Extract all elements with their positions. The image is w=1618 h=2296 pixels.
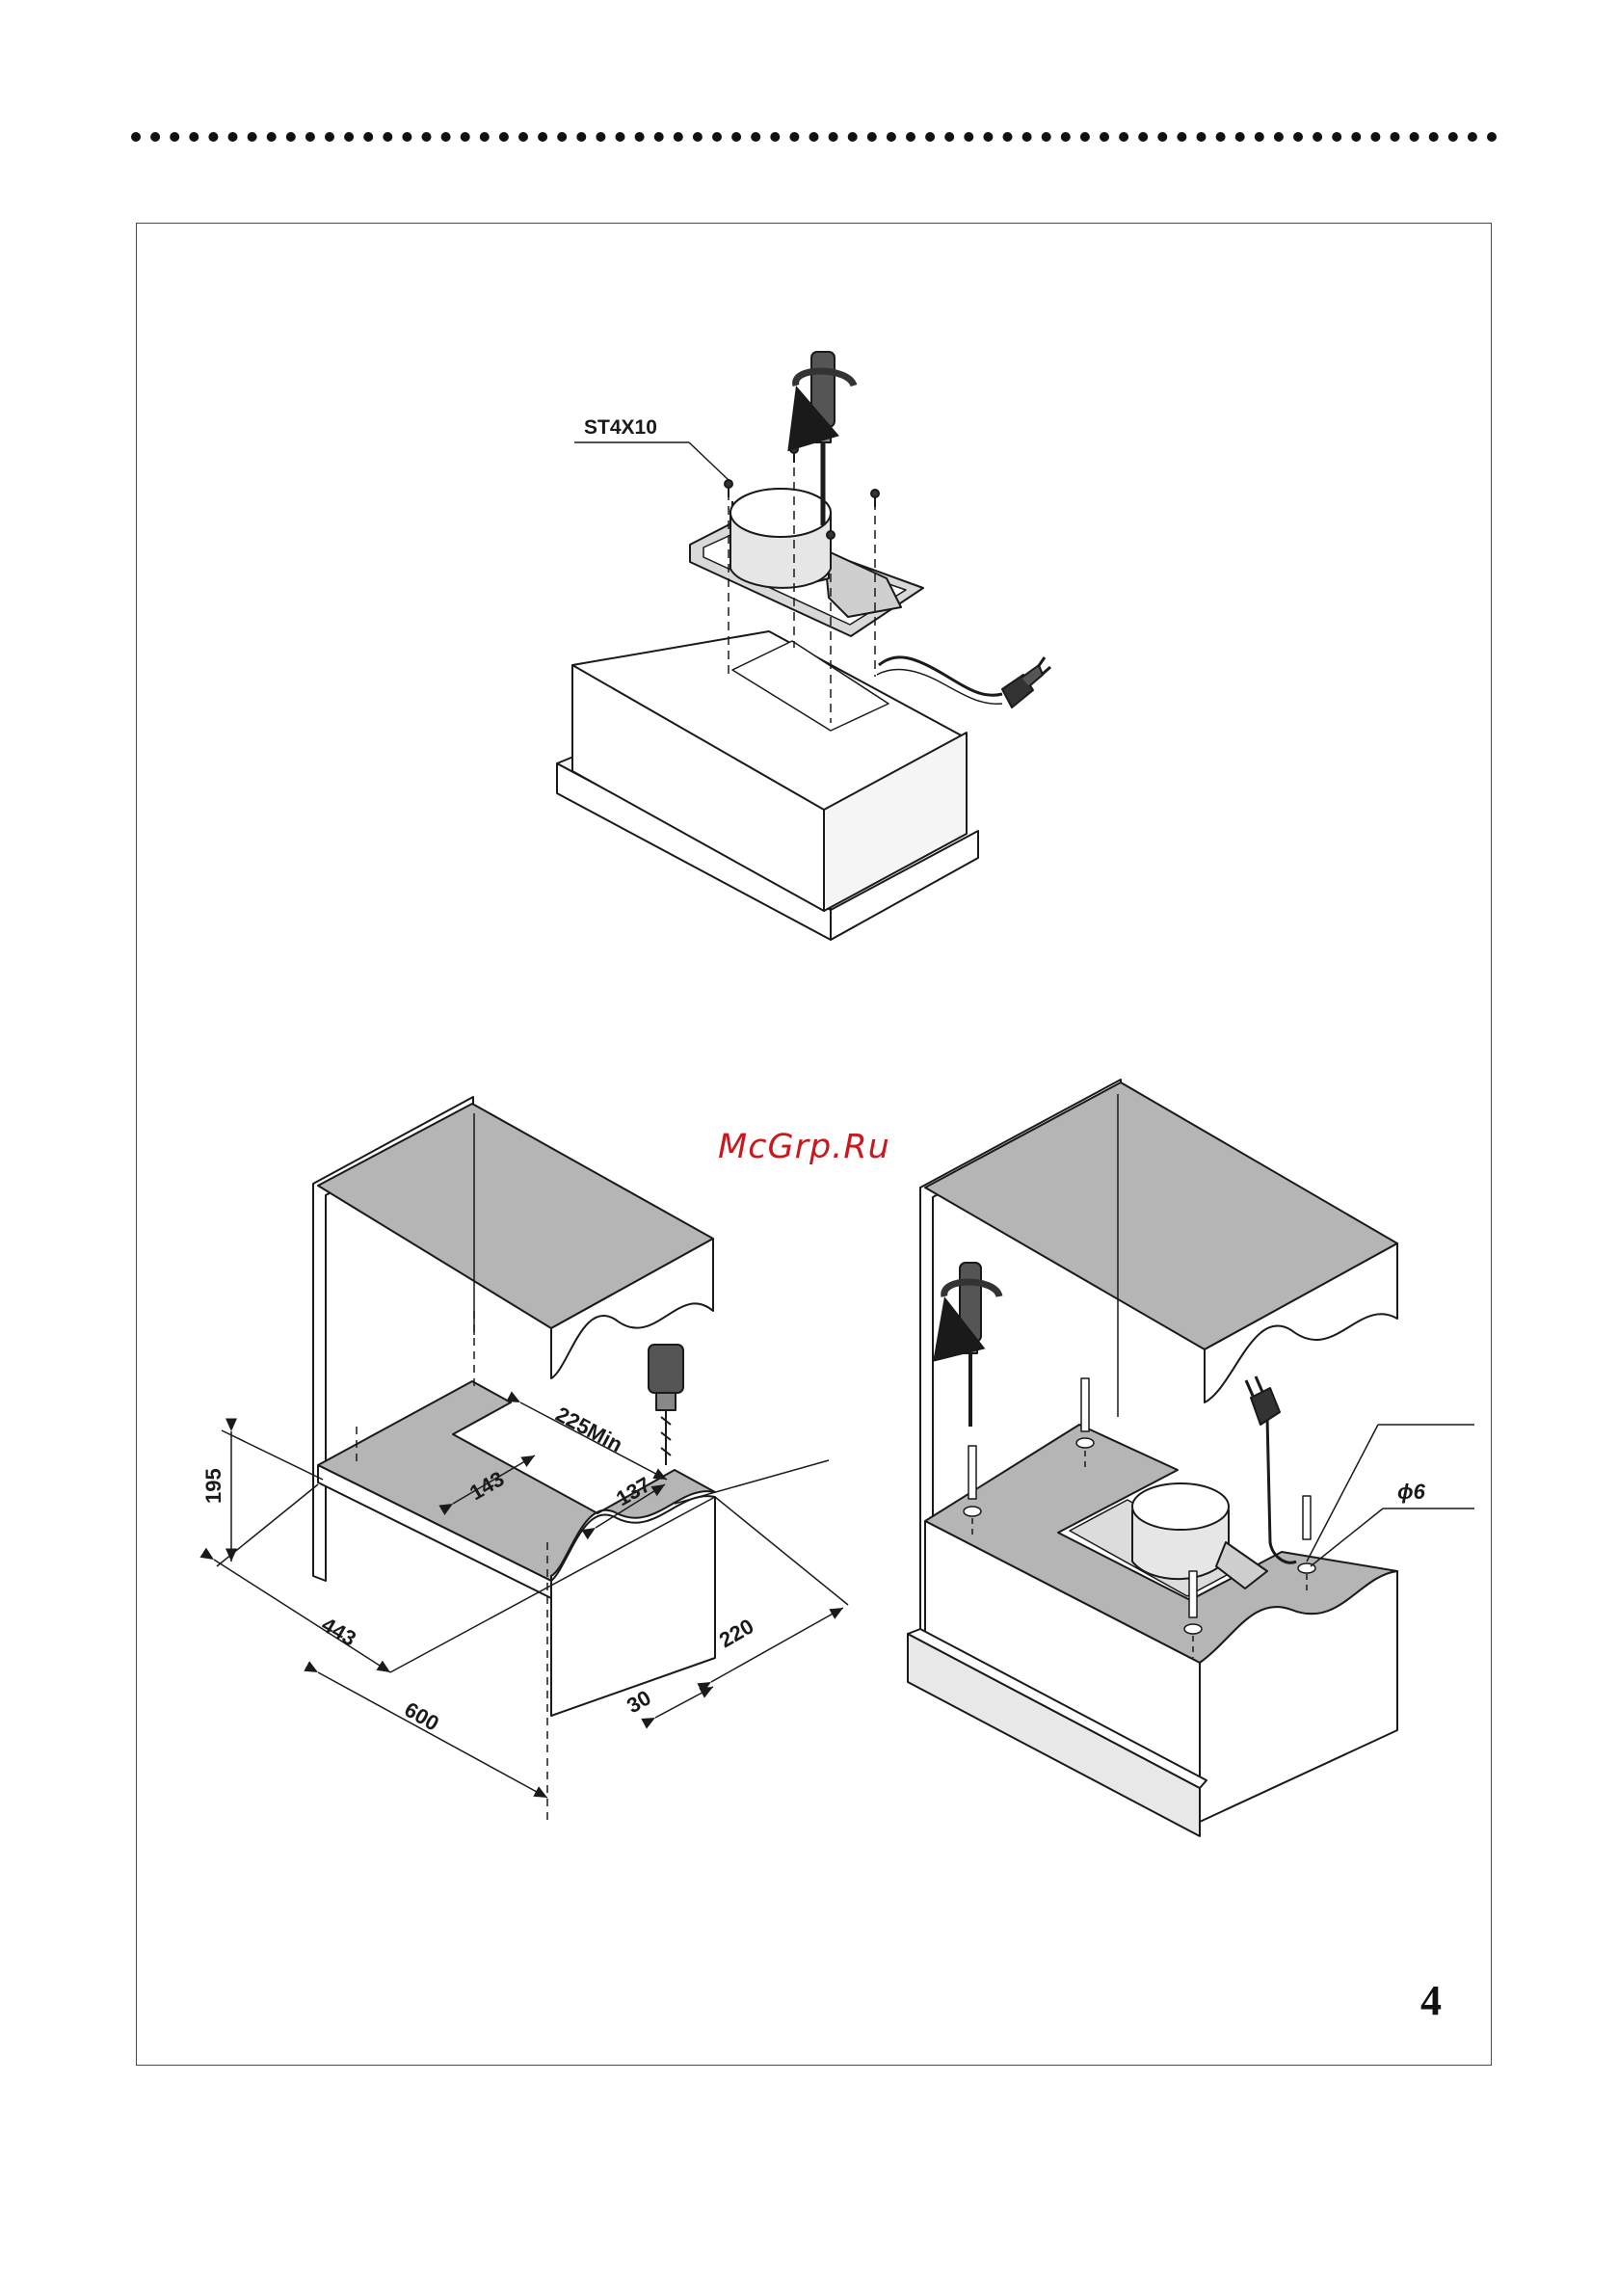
power-cable-right bbox=[1267, 1417, 1296, 1562]
dim-443: 443 bbox=[318, 1613, 360, 1651]
fan-collar-right bbox=[1132, 1483, 1229, 1530]
dim-225min: 225Min bbox=[552, 1402, 627, 1456]
screwdriver-icon-right bbox=[960, 1263, 981, 1427]
dim-600: 600 bbox=[401, 1697, 443, 1736]
power-plug-icon bbox=[1002, 657, 1050, 707]
dim-195: 195 bbox=[201, 1468, 225, 1504]
cabinet-cutout-figure bbox=[214, 1097, 848, 1822]
power-cable bbox=[879, 657, 1002, 695]
dim-220: 220 bbox=[715, 1614, 757, 1652]
page-number: 4 bbox=[1420, 1976, 1442, 2025]
screw-spec-label: ST4X10 bbox=[584, 416, 657, 439]
hood-housing-figure bbox=[557, 352, 1050, 940]
power-plug-icon-right bbox=[1246, 1376, 1280, 1425]
watermark: McGrp.Ru bbox=[718, 1128, 890, 1166]
dim-30: 30 bbox=[623, 1685, 655, 1718]
drill-icon bbox=[649, 1345, 683, 1465]
mounted-hood-figure bbox=[908, 1080, 1474, 1836]
hole-diameter-label: ϕ6 bbox=[1397, 1480, 1426, 1504]
